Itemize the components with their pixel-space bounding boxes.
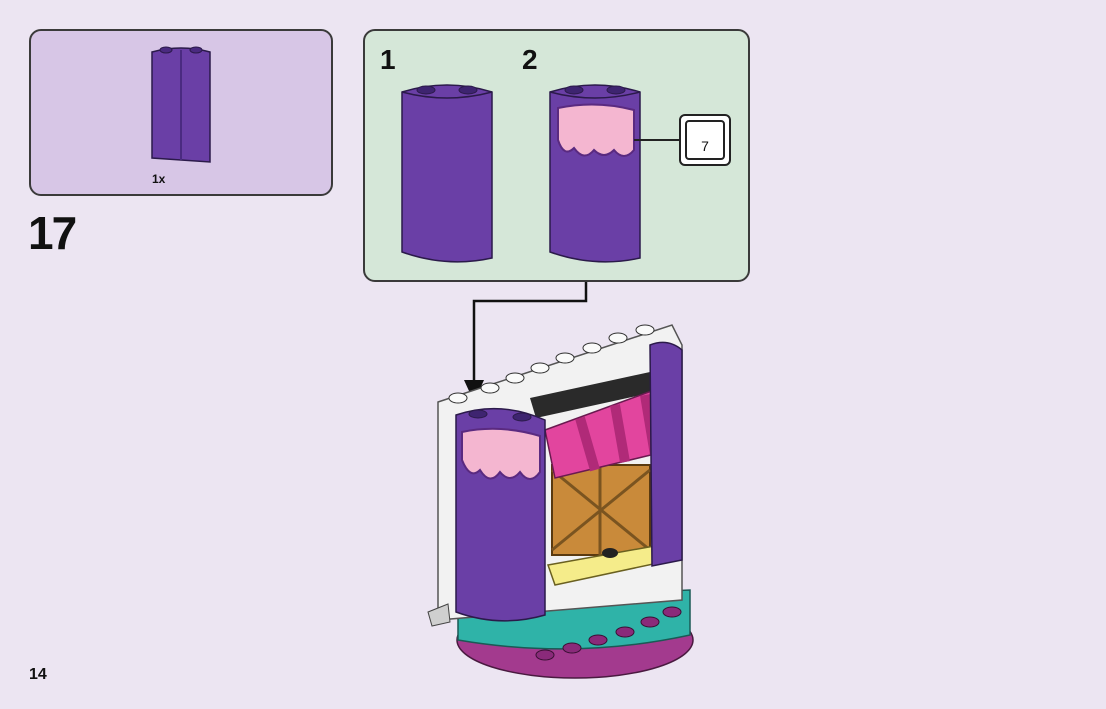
sticker-callout: 7	[679, 114, 731, 166]
sticker-icon: 7	[685, 120, 725, 160]
sticker-number: 7	[701, 138, 709, 154]
step-number: 17	[28, 207, 77, 259]
substep-label-1: 1	[380, 44, 396, 75]
substep-label-2: 2	[522, 44, 538, 75]
substep-2-brick	[549, 84, 680, 263]
part-curved-brick	[151, 46, 211, 163]
parts-count: 1x	[152, 172, 166, 186]
main-model	[427, 324, 694, 679]
substep-1-brick	[401, 84, 493, 263]
page-number: 14	[29, 666, 47, 683]
